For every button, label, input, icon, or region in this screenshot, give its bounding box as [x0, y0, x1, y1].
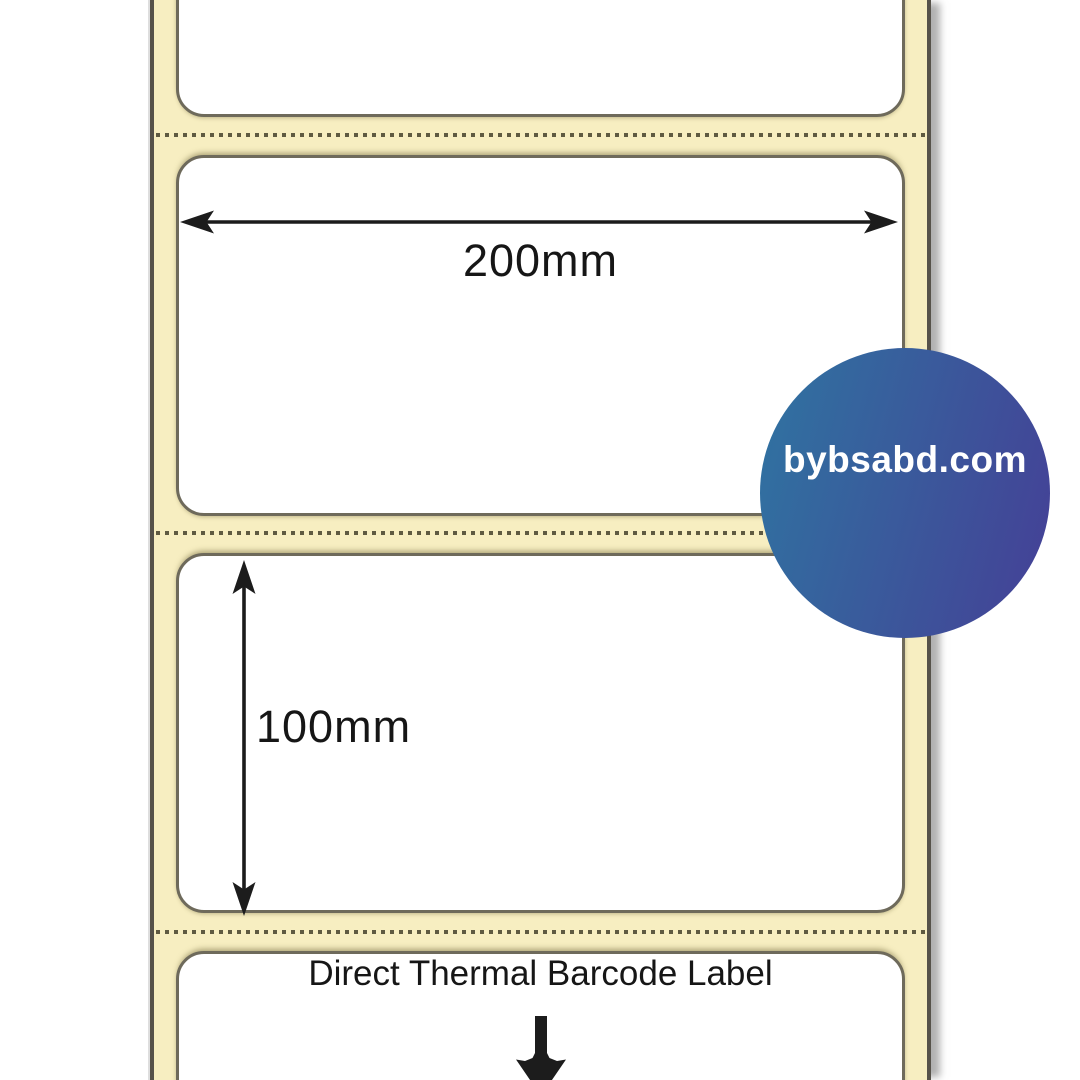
width-arrow-icon [180, 210, 898, 234]
feed-direction-arrow-icon [516, 1016, 566, 1080]
width-dimension-text: 200mm [462, 235, 619, 286]
perforation-line [156, 531, 927, 535]
brand-badge: bybsabd.com [760, 348, 1050, 638]
label-roll-strip [150, 0, 931, 1080]
height-dimension-text: 100mm [256, 701, 412, 752]
product-caption: Direct Thermal Barcode Label [308, 954, 773, 993]
label-blank-3 [176, 553, 905, 913]
brand-badge-text: bybsabd.com [783, 439, 1027, 480]
height-arrow-icon [232, 560, 256, 916]
perforation-line [156, 930, 927, 934]
label-blank-1 [176, 0, 905, 117]
perforation-line [156, 133, 927, 137]
